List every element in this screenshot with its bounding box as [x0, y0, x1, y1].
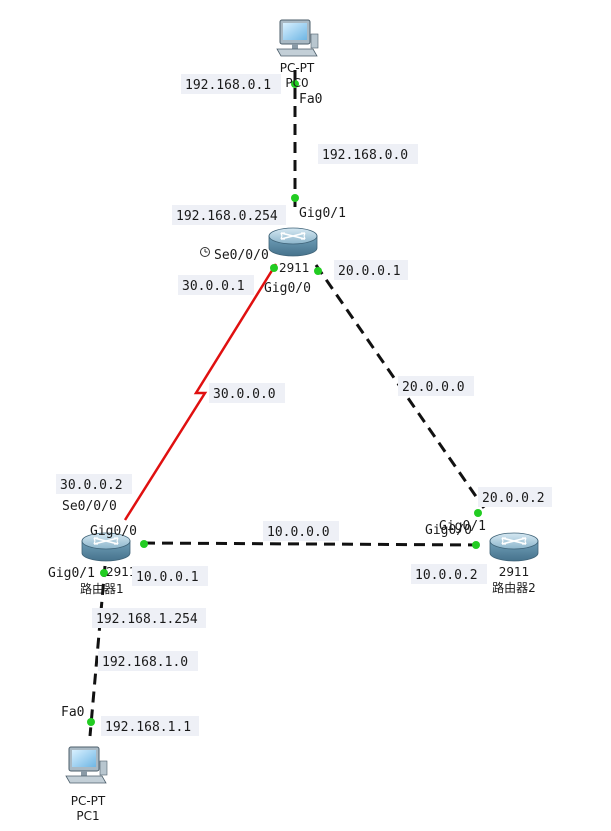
r1-gig00-port-label: Gig0/0 — [90, 524, 137, 539]
port-status-r1-gig00 — [140, 540, 148, 548]
port-status-r0-gig01 — [291, 194, 299, 202]
pc1-ip-label: 192.168.1.1 — [105, 720, 191, 735]
router0-model-label: 2911 — [279, 261, 310, 275]
router-icon — [489, 532, 539, 562]
r1-gig01-port-label: Gig0/1 — [48, 566, 95, 581]
port-status-r1-gig01 — [100, 569, 108, 577]
desktop-pc-icon — [65, 746, 108, 784]
router0-device[interactable]: 2911 — [268, 227, 318, 275]
router1-name-label: 路由器1 — [80, 581, 124, 596]
r0-gig00-port-label: Gig0/0 — [264, 281, 311, 296]
router-icon — [268, 227, 318, 257]
r2-gig01-port-label: Gig0/1 — [439, 519, 486, 534]
pc0-ip-label: 192.168.0.1 — [185, 78, 271, 93]
link-router1-router2[interactable] — [143, 541, 481, 547]
serial-link-router0-router1[interactable] — [123, 263, 278, 521]
pc1-name-label: PC1 — [76, 809, 99, 823]
r2-gig00-port-label: Gig0/0 — [425, 523, 472, 538]
port-status-pc0-fa0 — [291, 80, 299, 88]
r0-se000-port-label: Se0/0/0 — [214, 248, 269, 263]
pc0-name-label: PC0 — [285, 76, 308, 90]
port-status-r0-se000 — [270, 264, 278, 272]
r0-gig01-ip-label: 192.168.0.254 — [176, 209, 278, 224]
network-20-0-0-0-label: 20.0.0.0 — [402, 380, 465, 395]
router2-device[interactable]: 2911 路由器2 — [489, 532, 539, 595]
r0-gig00-ip-label: 20.0.0.1 — [338, 264, 401, 279]
pc1-fa0-port-label: Fa0 — [61, 705, 84, 720]
r1-gig00-ip-label: 10.0.0.1 — [136, 570, 199, 585]
r2-gig01-ip-label: 20.0.0.2 — [482, 491, 545, 506]
r1-se000-port-label: Se0/0/0 — [62, 499, 117, 514]
pc0-device[interactable]: PC-PT PC0 — [276, 19, 319, 90]
clock-icon — [200, 247, 210, 257]
router2-model-label: 2911 — [499, 565, 530, 579]
router2-name-label: 路由器2 — [492, 580, 536, 595]
network-10-0-0-0-label: 10.0.0.0 — [267, 525, 330, 540]
network-30-0-0-0-label: 30.0.0.0 — [213, 387, 276, 402]
r0-gig01-port-label: Gig0/1 — [299, 206, 346, 221]
pc0-fa0-port-label: Fa0 — [299, 92, 322, 107]
r2-gig00-ip-label: 10.0.0.2 — [415, 568, 478, 583]
port-status-r0-gig00 — [314, 267, 322, 275]
port-status-r2-gig00 — [472, 541, 480, 549]
r0-serial-ip-label: 30.0.0.1 — [182, 279, 245, 294]
pc1-device[interactable]: PC-PT PC1 — [65, 746, 108, 823]
pc1-type-label: PC-PT — [71, 794, 106, 808]
network-192-168-0-0-label: 192.168.0.0 — [322, 148, 408, 163]
r1-serial-ip-label: 30.0.0.2 — [60, 478, 123, 493]
port-status-pc1-fa0 — [87, 718, 95, 726]
pc0-type-label: PC-PT — [280, 61, 315, 75]
link-router1-pc1[interactable] — [88, 565, 107, 737]
router1-device[interactable]: 2911 路由器1 — [80, 532, 137, 596]
desktop-pc-icon — [276, 19, 319, 57]
network-192-168-1-0-label: 192.168.1.0 — [102, 655, 188, 670]
r1-gig01-ip-label: 192.168.1.254 — [96, 612, 198, 627]
port-status-r2-gig01 — [474, 509, 482, 517]
router1-model-label: 2911 — [106, 565, 137, 579]
